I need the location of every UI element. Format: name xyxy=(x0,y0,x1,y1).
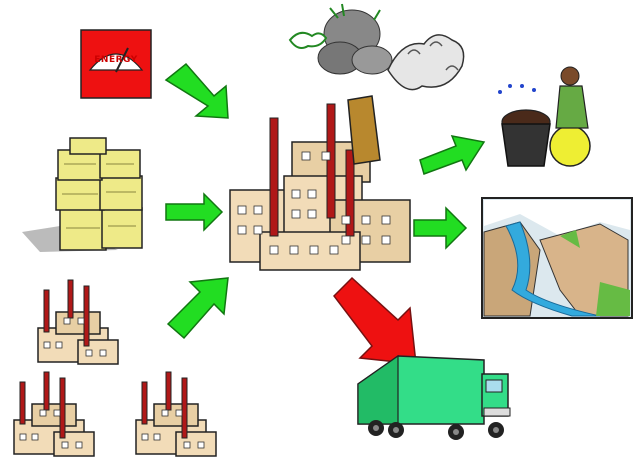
input-arrow-factories xyxy=(166,277,229,340)
delivery-truck-icon xyxy=(357,354,511,440)
raw-material-boxes-icon xyxy=(22,137,143,252)
input-arrow-materials xyxy=(165,192,224,232)
output-arrow-water xyxy=(413,206,468,250)
air-pollution-smoke-icon xyxy=(288,3,465,91)
input-arrows xyxy=(164,62,229,340)
waste-trash-icon xyxy=(498,66,591,167)
input-arrow-energy xyxy=(164,62,229,119)
main-factory-icon xyxy=(229,95,411,271)
output-arrows xyxy=(413,135,486,250)
energy-meter-label: ENERGY xyxy=(94,55,137,65)
energy-meter-icon: ENERGY xyxy=(80,29,152,99)
product-arrow xyxy=(333,276,417,365)
water-landscape-icon xyxy=(481,197,633,319)
output-arrow-waste xyxy=(419,135,486,175)
